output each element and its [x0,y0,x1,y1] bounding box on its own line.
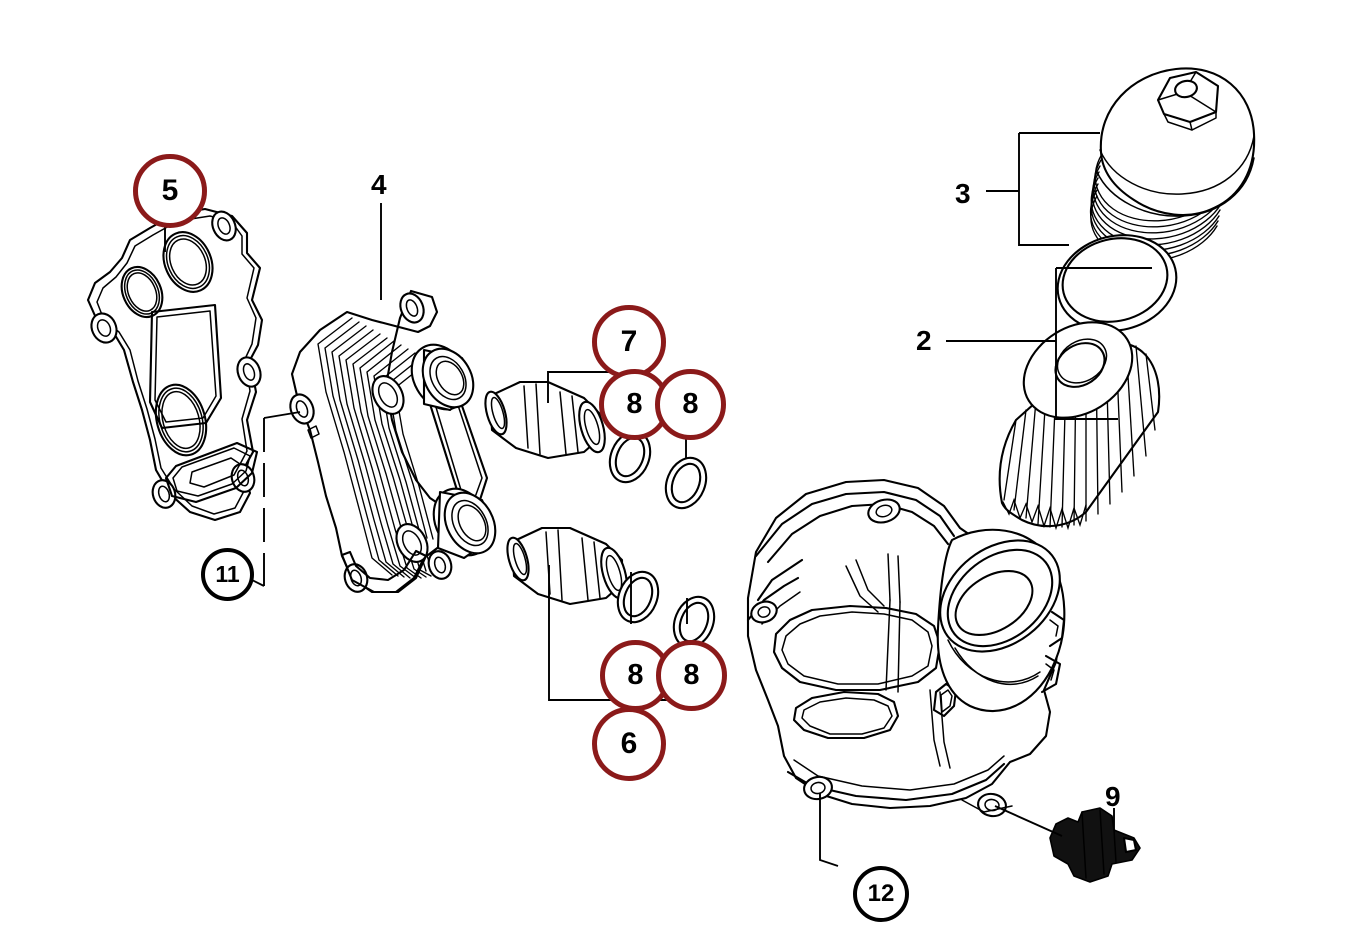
callout-6: 6 [592,707,666,781]
part-oil-cooler [289,289,497,594]
callout-2: 2 [916,325,932,356]
part-oil-filter-cap [1089,67,1256,262]
callout-12: 12 [853,866,909,922]
part-lower-connecting-pipe [506,526,628,606]
callout-8-lower-outer: 8 [656,640,727,711]
part-oil-filter-element [998,321,1161,531]
part-upper-connecting-pipe [484,380,606,460]
callout-4: 4 [371,169,387,200]
callout-9: 9 [1105,781,1121,812]
part-oil-filter-seal [1056,234,1178,332]
callout-11: 11 [201,548,254,601]
callout-8-upper-outer: 8 [655,369,726,440]
part-oil-cooler-gasket [86,207,264,522]
callout-5: 5 [133,154,207,228]
part-oil-filter-housing [746,478,1066,818]
part-o-rings [608,430,716,649]
callout-3: 3 [955,178,971,209]
part-oil-pressure-switch [1049,807,1141,883]
callout-7: 7 [592,305,666,379]
